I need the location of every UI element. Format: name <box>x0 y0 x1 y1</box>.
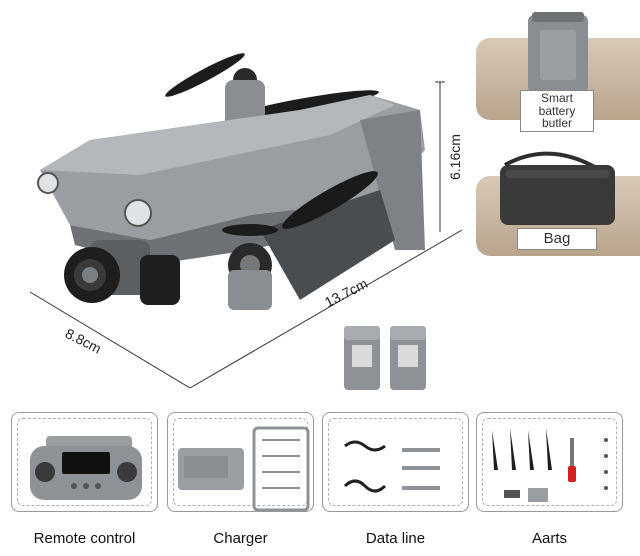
caption-remote-control: Remote control <box>33 530 136 547</box>
data-line-panel <box>322 412 469 512</box>
caption-data-line: Data line <box>365 530 426 547</box>
battery-butler-label: Smart battery butler <box>520 90 594 132</box>
bag-label: Bag <box>517 228 597 250</box>
caption-charger: Charger <box>213 530 268 547</box>
caption-parts: Aarts <box>531 530 567 547</box>
